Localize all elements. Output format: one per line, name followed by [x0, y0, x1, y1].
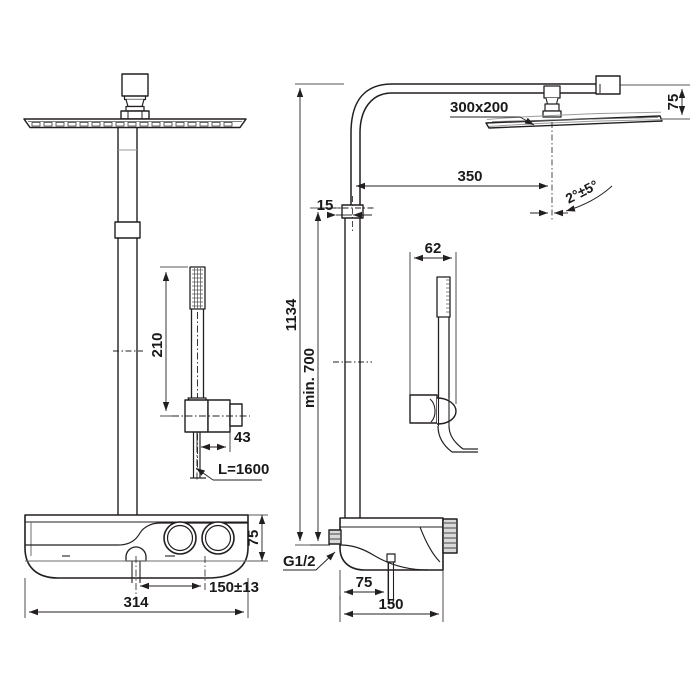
dim-valve-height: 75 — [245, 514, 268, 562]
front-hand-shower — [189, 266, 206, 470]
dim-label-62: 62 — [425, 240, 442, 257]
side-valve-body — [328, 517, 458, 604]
dim-label-1134: 1134 — [283, 298, 300, 331]
dim-label-150pm13: 150±13 — [209, 579, 259, 596]
dim-label-350: 350 — [457, 168, 482, 185]
dim-handshower-width: 62 — [409, 240, 457, 404]
dim-label-15: 15 — [317, 197, 334, 214]
dim-label-min700: min. 700 — [301, 348, 318, 408]
dim-valve-depth-150: 150 — [339, 570, 444, 622]
dim-riser-offset: 15 — [317, 196, 372, 232]
dim-label-75-depth: 75 — [356, 574, 373, 591]
front-valve-body — [24, 514, 249, 583]
dim-label-314: 314 — [123, 594, 149, 611]
dim-label-43: 43 — [234, 429, 251, 446]
callout-head-size: 300x200 — [450, 99, 535, 126]
dim-valve-depth-75: 75 — [339, 562, 389, 600]
dim-hose-length: L=1600 — [195, 461, 269, 481]
dim-label-150: 150 — [378, 596, 403, 613]
dim-label-210: 210 — [149, 332, 166, 357]
dim-label-hose: L=1600 — [218, 461, 269, 478]
front-shower-head — [23, 118, 247, 129]
side-shower-head — [485, 111, 663, 129]
dim-label-75-head: 75 — [665, 94, 682, 111]
dim-bracket-offset: 43 — [196, 426, 251, 452]
front-riser-pipe — [113, 127, 143, 515]
dim-label-g12: G1/2 — [283, 553, 316, 570]
side-head-mount-icon — [542, 85, 562, 118]
front-view-dimensions: 210 43 L=1600 75 150± — [24, 266, 269, 618]
dim-handshower-length: 210 — [149, 266, 188, 417]
dim-outlet-center: 150±13 — [135, 556, 259, 602]
side-hand-shower — [409, 276, 478, 453]
dim-total-height: 1134 — [283, 83, 344, 546]
front-wall-bracket — [172, 397, 250, 480]
dim-label-75-front: 75 — [245, 530, 262, 547]
dim-head-projection: 350 — [356, 122, 553, 222]
dim-base-width: 314 — [24, 578, 249, 618]
dim-label-300x200: 300x200 — [450, 99, 508, 116]
callout-inlet-thread: G1/2 — [283, 551, 336, 571]
front-head-mount-icon — [120, 73, 150, 120]
dim-min-height: min. 700 — [301, 207, 341, 546]
dim-head-height-offset: 75 — [620, 84, 690, 120]
side-elevation-view — [328, 75, 663, 604]
front-elevation-view — [23, 73, 250, 583]
